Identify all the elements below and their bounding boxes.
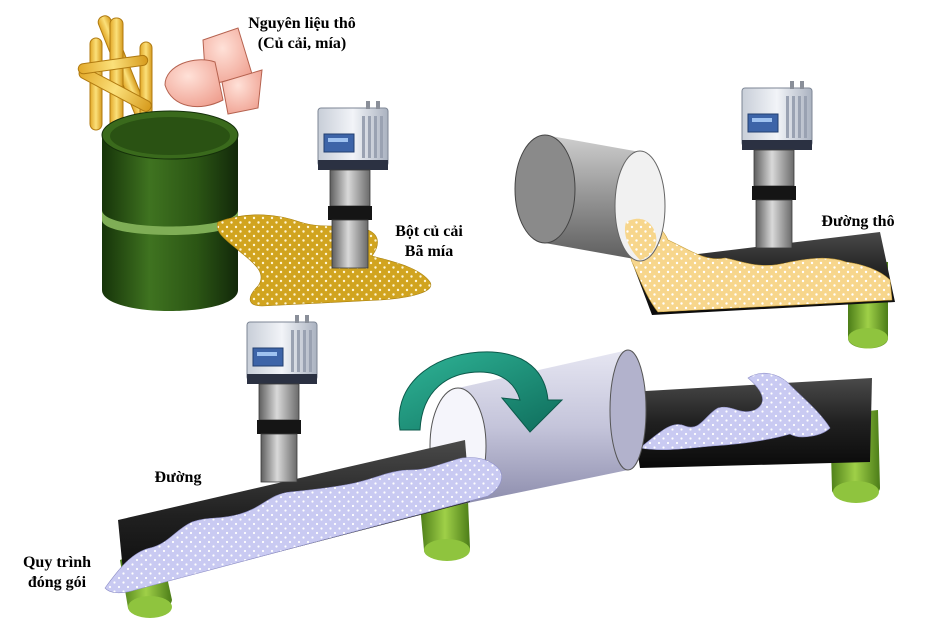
pulp-pile <box>216 214 432 307</box>
rotation-arrow-icon <box>398 351 564 433</box>
sugar-conveyor <box>104 440 502 594</box>
raw-material-drum <box>101 110 239 311</box>
packaging-label-line2: đóng gói <box>27 574 87 591</box>
raw-sugar-label: Đường thô <box>810 212 906 232</box>
raw-material-label: Nguyên liệu thô (Củ cải, mía) <box>228 14 376 54</box>
pulp-label-line2: Bã mía <box>404 243 454 260</box>
pulp-label: Bột củ cải Bã mía <box>384 222 474 262</box>
sugar-label-text: Đường <box>154 469 202 486</box>
dryer-outlet-pipe <box>628 372 872 468</box>
beet-slices-illustration <box>164 27 263 115</box>
raw-material-label-line1: Nguyên liệu thô <box>248 15 356 32</box>
packaging-label: Quy trình đóng gói <box>16 553 98 593</box>
sensor-icon <box>741 80 813 249</box>
raw-sugar-label-text: Đường thô <box>821 213 895 230</box>
raw-sugar-conveyor <box>514 134 895 349</box>
sugar-label: Đường <box>146 468 210 488</box>
raw-material-label-line2: (Củ cải, mía) <box>257 35 347 52</box>
sensor-icon <box>246 314 318 483</box>
pulp-label-line1: Bột củ cải <box>395 223 463 240</box>
packaging-label-line1: Quy trình <box>22 554 91 571</box>
